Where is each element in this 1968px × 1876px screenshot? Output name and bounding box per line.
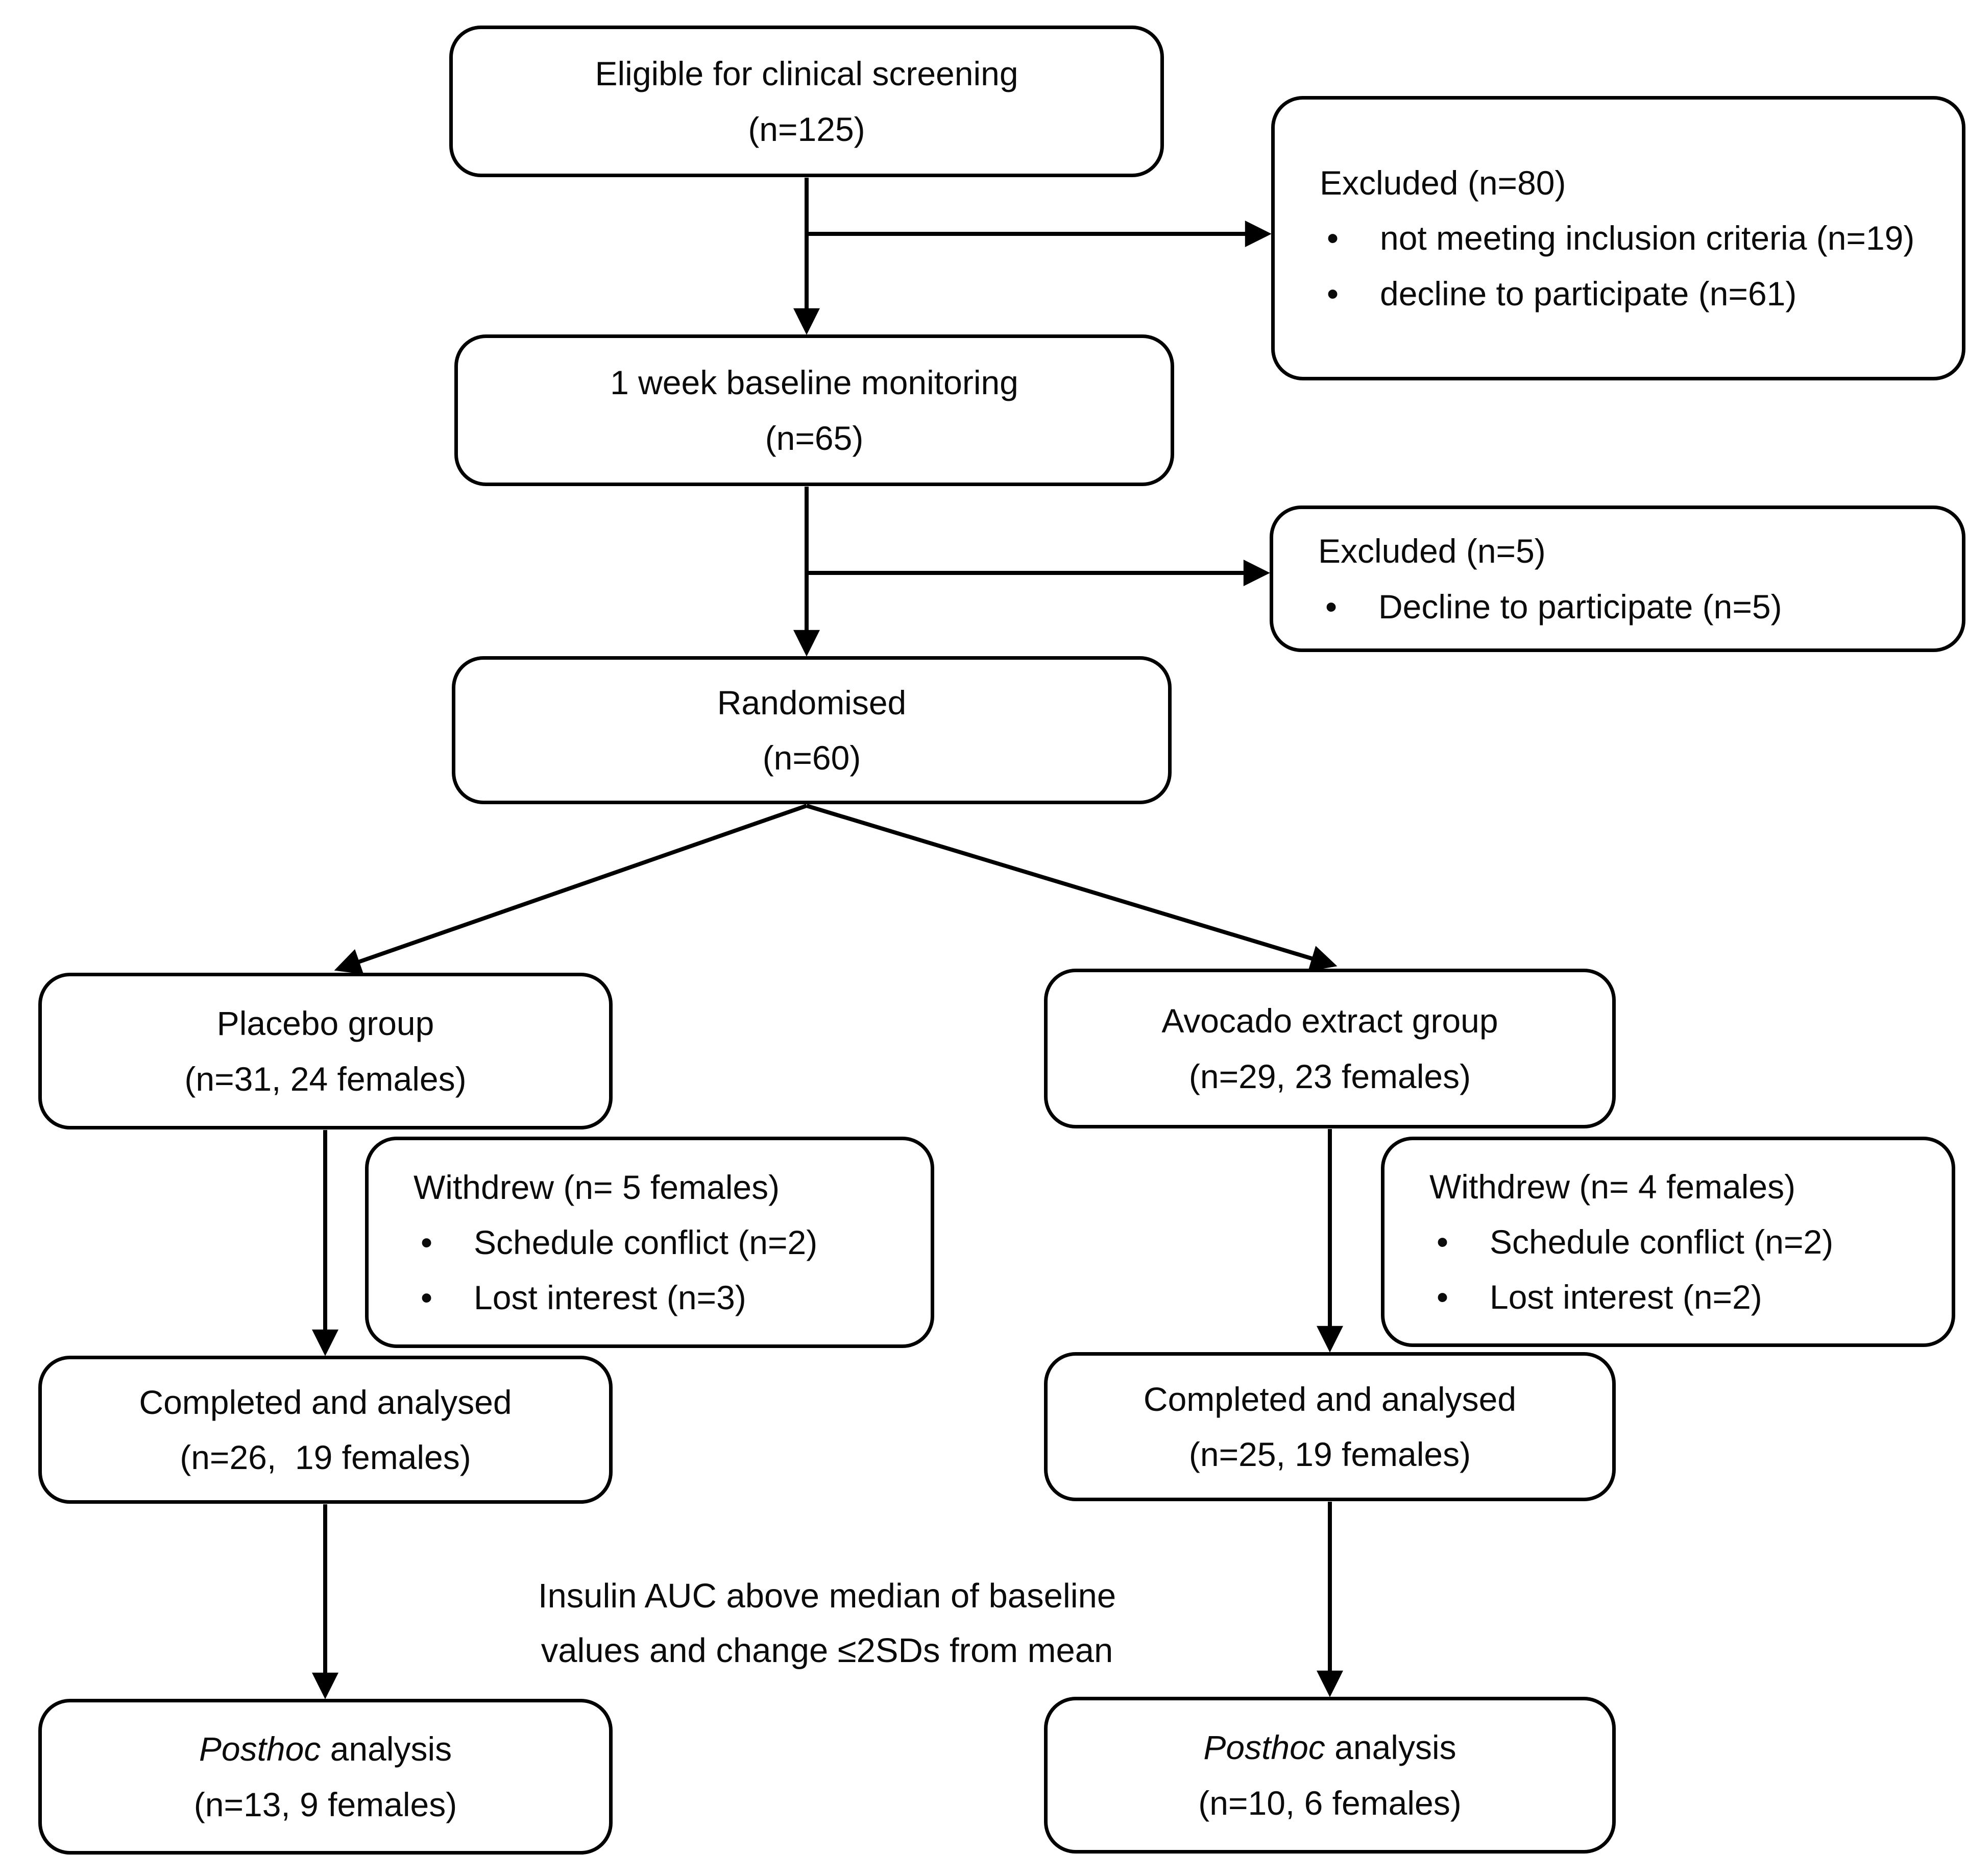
posthoc-avocado-rest: analysis (1325, 1728, 1456, 1767)
box-completed-placebo: Completed and analysed (n=26, 19 females… (38, 1356, 613, 1504)
box-eligible-screening: Eligible for clinical screening (n=125) (449, 26, 1164, 177)
withdrew-placebo-title: Withdrew (n= 5 females) (414, 1168, 780, 1206)
arrow-randomised-to-avocado (806, 804, 1338, 972)
box-baseline-line1: 1 week baseline monitoring (610, 364, 1018, 402)
box-baseline-count: (n=65) (765, 419, 864, 457)
box-randomised-count: (n=60) (762, 739, 861, 777)
excluded-baseline-title: Excluded (n=5) (1318, 532, 1546, 570)
placebo-group-count: (n=31, 24 females) (184, 1060, 467, 1098)
box-posthoc-placebo: Posthoc analysis (n=13, 9 females) (38, 1699, 613, 1855)
completed-placebo-line1: Completed and analysed (139, 1383, 512, 1421)
withdrew-placebo-bullets: Schedule conflict (n=2) Lost interest (n… (414, 1215, 905, 1326)
bullet-lost-interest-left: Lost interest (n=3) (414, 1270, 905, 1325)
posthoc-avocado-count: (n=10, 6 females) (1198, 1784, 1462, 1822)
box-withdrew-avocado: Withdrew (n= 4 females) Schedule conflic… (1381, 1137, 1955, 1347)
bullet-schedule-conflict-left: Schedule conflict (n=2) (414, 1215, 905, 1270)
annotation-line1: Insulin AUC above median of baseline (538, 1577, 1116, 1615)
posthoc-placebo-italic: Posthoc (199, 1730, 321, 1768)
avocado-group-count: (n=29, 23 females) (1188, 1057, 1471, 1095)
box-excluded-baseline: Excluded (n=5) Decline to participate (n… (1270, 506, 1965, 652)
posthoc-criteria-annotation: Insulin AUC above median of baseline val… (470, 1569, 1184, 1678)
excluded-screening-title: Excluded (n=80) (1320, 164, 1566, 202)
box-excluded-screening: Excluded (n=80) not meeting inclusion cr… (1271, 96, 1965, 380)
completed-placebo-count: (n=26, 19 females) (180, 1438, 471, 1476)
posthoc-placebo-line1: Posthoc analysis (199, 1721, 452, 1776)
bullet-decline-participate-2: Decline to participate (n=5) (1318, 579, 1936, 634)
box-completed-avocado: Completed and analysed (n=25, 19 females… (1044, 1352, 1616, 1501)
withdrew-avocado-bullets: Schedule conflict (n=2) Lost interest (n… (1429, 1214, 1926, 1325)
box-avocado-group: Avocado extract group (n=29, 23 females) (1044, 969, 1616, 1128)
withdrew-avocado-title: Withdrew (n= 4 females) (1429, 1167, 1796, 1206)
box-eligible-count: (n=125) (748, 110, 865, 148)
bullet-lost-interest-right: Lost interest (n=2) (1429, 1269, 1926, 1325)
annotation-line2: values and change ≤2SDs from mean (541, 1631, 1113, 1670)
bullet-decline-participate: decline to participate (n=61) (1320, 266, 1936, 321)
bullet-not-meeting-criteria: not meeting inclusion criteria (n=19) (1320, 210, 1936, 266)
posthoc-placebo-rest: analysis (321, 1730, 452, 1768)
arrow-randomised-to-placebo (334, 804, 808, 975)
box-randomised-line1: Randomised (717, 683, 907, 721)
box-randomised: Randomised (n=60) (452, 656, 1172, 804)
box-eligible-line1: Eligible for clinical screening (595, 55, 1018, 93)
box-baseline-monitoring: 1 week baseline monitoring (n=65) (454, 334, 1174, 486)
bullet-schedule-conflict-right: Schedule conflict (n=2) (1429, 1214, 1926, 1269)
box-placebo-group: Placebo group (n=31, 24 females) (38, 973, 613, 1129)
placebo-group-line1: Placebo group (216, 1004, 434, 1043)
excluded-screening-bullets: not meeting inclusion criteria (n=19) de… (1320, 210, 1936, 321)
posthoc-avocado-italic: Posthoc (1203, 1728, 1325, 1767)
posthoc-placebo-count: (n=13, 9 females) (193, 1785, 457, 1823)
box-withdrew-placebo: Withdrew (n= 5 females) Schedule conflic… (365, 1137, 934, 1348)
posthoc-avocado-line1: Posthoc analysis (1203, 1720, 1456, 1775)
excluded-baseline-bullets: Decline to participate (n=5) (1318, 579, 1936, 634)
box-posthoc-avocado: Posthoc analysis (n=10, 6 females) (1044, 1697, 1616, 1854)
avocado-group-line1: Avocado extract group (1161, 1002, 1498, 1040)
completed-avocado-line1: Completed and analysed (1143, 1380, 1517, 1418)
completed-avocado-count: (n=25, 19 females) (1188, 1435, 1471, 1473)
